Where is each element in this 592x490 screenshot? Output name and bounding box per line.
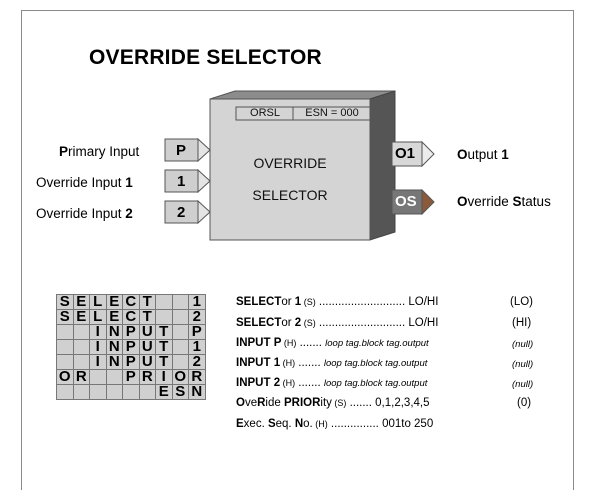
grid-cell: N (105, 339, 123, 355)
param-default-select2: (HI) (512, 317, 532, 329)
input-port-2 (164, 199, 211, 225)
grid-cell: P (122, 339, 140, 355)
grid-cell (105, 369, 123, 385)
block-top-face (209, 90, 396, 100)
param-row-input-2: INPUT 2 (H) ....... loop tag.block tag.o… (236, 377, 428, 389)
grid-cell: 2 (188, 309, 206, 325)
grid-cell (138, 384, 156, 400)
output-port-o1 (391, 140, 435, 168)
param-default-override-priority: (0) (517, 397, 532, 409)
input-port-1 (164, 168, 211, 194)
grid-cell: N (188, 384, 206, 400)
input-port-p-label: P (176, 142, 187, 159)
output-port-os (391, 188, 435, 216)
grid-cell: S (56, 309, 74, 325)
param-row-exec-seq: Exec. Seq. No. (H) ............... 001to… (236, 418, 434, 430)
param-row-input-1: INPUT 1 (H) ....... loop tag.block tag.o… (236, 357, 428, 369)
function-block (164, 90, 435, 241)
output-port-os-label: OS (395, 193, 417, 210)
grid-cell: O (56, 369, 74, 385)
grid-cell (171, 324, 189, 340)
override-status-label: Override Status (457, 194, 551, 209)
param-default-input-2: (null) (512, 379, 534, 390)
grid-cell (56, 324, 74, 340)
grid-cell (155, 294, 173, 310)
grid-cell (171, 309, 189, 325)
grid-cell: E (72, 294, 90, 310)
override-input-2-label: Override Input 2 (36, 206, 133, 221)
grid-cell (171, 294, 189, 310)
grid-cell: I (89, 339, 107, 355)
block-header-right: ESN = 000 (305, 107, 359, 119)
grid-cell (72, 384, 90, 400)
primary-input-label: Primary Input (59, 144, 140, 159)
param-default-select1: (LO) (510, 296, 533, 308)
grid-cell: E (105, 309, 123, 325)
param-row-select1: SELECTor 1 (S) .........................… (236, 296, 439, 308)
param-row-override-priority: OveRide PRIORity (S) ....... 0,1,2,3,4,5 (236, 397, 430, 409)
block-front-face (209, 98, 371, 241)
grid-cell: U (138, 354, 156, 370)
grid-cell: R (72, 369, 90, 385)
grid-cell (56, 339, 74, 355)
grid-cell: R (188, 369, 206, 385)
figure-frame (21, 10, 574, 490)
grid-cell: T (155, 354, 173, 370)
figure-title: OVERRIDE SELECTOR (89, 46, 322, 69)
grid-cell: E (155, 384, 173, 400)
block-name-line1: OVERRIDE (253, 155, 327, 171)
param-default-input-1: (null) (512, 359, 534, 370)
grid-cell: U (138, 324, 156, 340)
grid-cell: N (105, 354, 123, 370)
grid-cell (72, 354, 90, 370)
grid-cell (72, 324, 90, 340)
grid-cell (105, 384, 123, 400)
override-input-1-label: Override Input 1 (36, 175, 133, 190)
grid-cell (89, 369, 107, 385)
output-1-label: Output 1 (457, 147, 509, 162)
output-port-o1-label: O1 (395, 145, 416, 162)
grid-cell: T (155, 339, 173, 355)
grid-cell (56, 384, 74, 400)
param-default-input-p: (null) (512, 339, 534, 350)
input-port-2-label: 2 (177, 204, 186, 221)
grid-cell: S (56, 294, 74, 310)
grid-cell: S (171, 384, 189, 400)
block-header (235, 106, 371, 121)
input-port-p (164, 137, 211, 163)
grid-cell: I (89, 324, 107, 340)
grid-cell: P (122, 369, 140, 385)
block-side-face (369, 90, 396, 241)
grid-cell: E (72, 309, 90, 325)
grid-cell (155, 309, 173, 325)
grid-cell: 1 (188, 294, 206, 310)
param-row-select2: SELECTor 2 (S) .........................… (236, 317, 439, 329)
grid-cell: U (138, 339, 156, 355)
input-port-1-label: 1 (177, 173, 186, 190)
grid-cell (72, 339, 90, 355)
grid-cell (89, 384, 107, 400)
grid-cell (171, 339, 189, 355)
grid-cell: I (89, 354, 107, 370)
grid-cell (122, 384, 140, 400)
block-name-line2: SELECTOR (252, 187, 328, 203)
param-row-input-p: INPUT P (H) ....... loop tag.block tag.o… (236, 337, 429, 349)
grid-cell: 2 (188, 354, 206, 370)
block-header-left: ORSL (250, 107, 280, 119)
grid-cell: R (138, 369, 156, 385)
